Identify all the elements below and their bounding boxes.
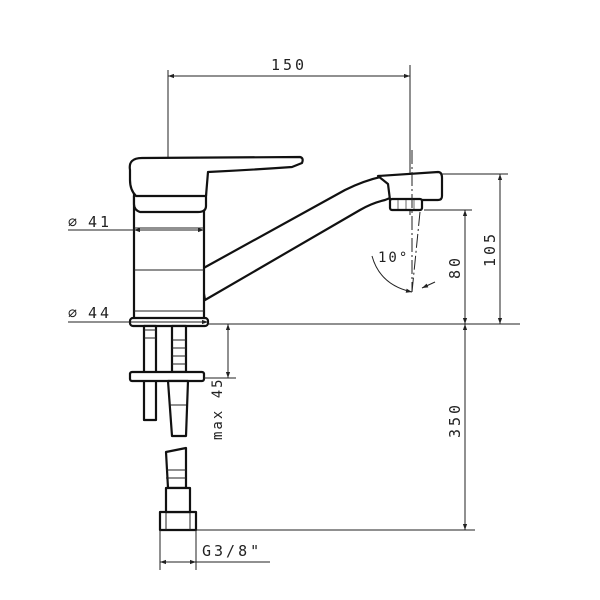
spout-arm <box>198 174 392 302</box>
dimension-150-label: 150 <box>271 56 307 74</box>
angle-10-degrees: 10° <box>371 150 436 293</box>
dimension-80-label: 80 <box>446 255 464 279</box>
dimension-diameter-41: ⌀ 41 <box>68 213 204 231</box>
dimension-105: 105 <box>442 173 508 324</box>
diameter-44-symbol: ⌀ <box>68 304 80 322</box>
thread-label: G3/8" <box>202 542 262 560</box>
diameter-41-symbol: ⌀ <box>68 213 80 231</box>
dimension-thread-g38: G3/8" <box>159 530 270 570</box>
fixing-plate <box>128 370 206 383</box>
dimension-max-45: max 45 <box>204 324 236 440</box>
hose-nut <box>158 510 198 532</box>
angle-10-label: 10° <box>378 250 409 266</box>
dimension-diameter-44: ⌀ 44 <box>68 304 208 325</box>
dimension-350: 350 <box>196 324 475 531</box>
dimension-105-label: 105 <box>481 231 499 267</box>
faucet-body <box>128 155 444 328</box>
handle-lever <box>128 155 304 198</box>
dimension-80: 80 <box>424 209 472 324</box>
right-hose-lower <box>164 446 188 490</box>
dimension-max-45-label: max 45 <box>210 377 226 440</box>
dimension-350-label: 350 <box>446 402 464 438</box>
spout-head <box>376 170 444 202</box>
diameter-44-label: 44 <box>88 304 112 322</box>
cylinder-body <box>132 194 206 324</box>
diameter-41-label: 41 <box>88 213 112 231</box>
threaded-stud <box>170 324 188 374</box>
lower-assembly <box>128 324 206 532</box>
right-hose-upper <box>166 379 190 438</box>
